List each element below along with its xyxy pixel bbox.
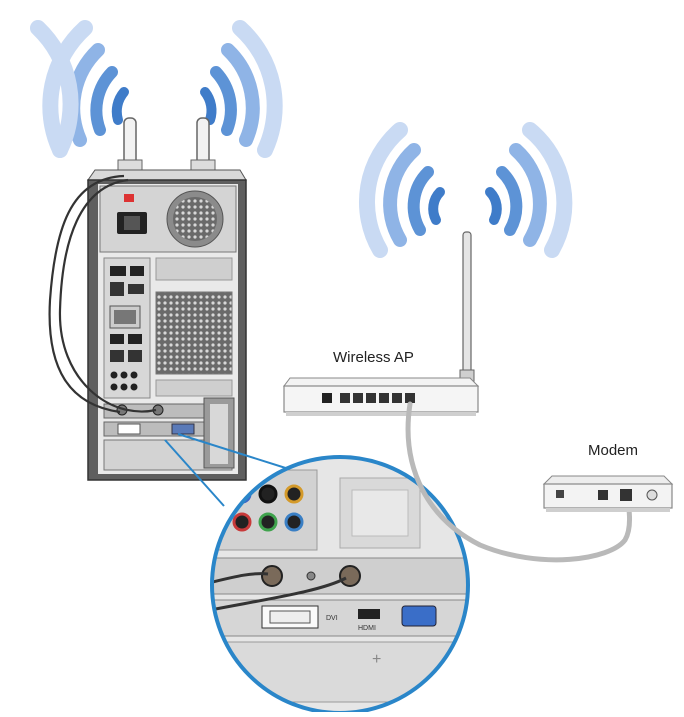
pc-antenna-cables [48,174,157,414]
router-wifi-waves-icon [359,122,573,258]
power-button-icon [646,489,658,501]
pc-left-wifi-waves-icon [30,20,129,158]
modem-device [542,475,674,512]
router-antenna-icon [462,231,472,383]
svg-text:HDMI: HDMI [358,625,376,632]
modem-label: Modem [588,442,639,459]
pc-right-wifi-waves-icon [200,20,283,158]
svg-text:DVI: DVI [326,615,338,622]
modem-port-rj45-port-icon [620,489,632,501]
ethernet-cable [405,401,632,563]
router-wan-port-rj45-port-icon [405,393,415,403]
zoom-detail-inset: DVI HDMI + [210,455,470,715]
pc-tower [87,117,247,481]
wireless-ap-router [283,231,480,416]
wireless-ap-label: Wireless AP [333,349,414,366]
svg-text:+: + [372,651,381,668]
zoom-pointer [164,433,293,507]
router-lan-ports-rj45-port-icon [340,393,402,403]
